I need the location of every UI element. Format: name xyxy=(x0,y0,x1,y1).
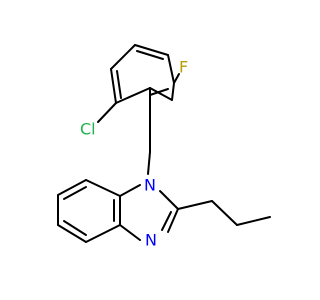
atom-label-fluorine: F xyxy=(179,58,188,77)
propyl-chain xyxy=(177,200,271,226)
molecule-diagram: Cl F N N xyxy=(57,44,271,250)
bond-methylene-n xyxy=(147,151,151,175)
bond xyxy=(63,220,87,236)
bond xyxy=(149,87,173,101)
chlorofluorophenyl-ring xyxy=(110,44,175,104)
bond xyxy=(110,44,136,70)
bond xyxy=(171,82,175,101)
bond xyxy=(211,200,238,226)
bond xyxy=(116,70,122,99)
bond xyxy=(85,179,121,197)
bond xyxy=(85,224,121,243)
bond xyxy=(57,224,87,243)
atom-label-nitrogen-1: N xyxy=(144,176,156,195)
bond xyxy=(136,50,164,60)
bond xyxy=(115,87,151,104)
benzimidazole-benzene-ring xyxy=(57,179,141,243)
structure-canvas: Cl F N N xyxy=(57,44,271,250)
bond xyxy=(236,216,271,226)
bond xyxy=(119,224,141,241)
bond xyxy=(63,186,87,200)
atom-label-chlorine: Cl xyxy=(80,120,96,139)
bond xyxy=(161,211,172,231)
bond xyxy=(110,68,117,104)
bond xyxy=(119,184,141,197)
bond xyxy=(134,44,169,56)
bond xyxy=(57,179,87,196)
bond xyxy=(149,88,169,96)
bond xyxy=(167,54,175,84)
bond xyxy=(177,200,213,210)
bond-c-f xyxy=(173,73,180,84)
bond-c-cl xyxy=(97,102,117,123)
bond xyxy=(159,190,179,210)
atom-label-nitrogen-3: N xyxy=(145,231,157,250)
imidazole-ring xyxy=(159,190,179,233)
bond xyxy=(167,208,179,233)
